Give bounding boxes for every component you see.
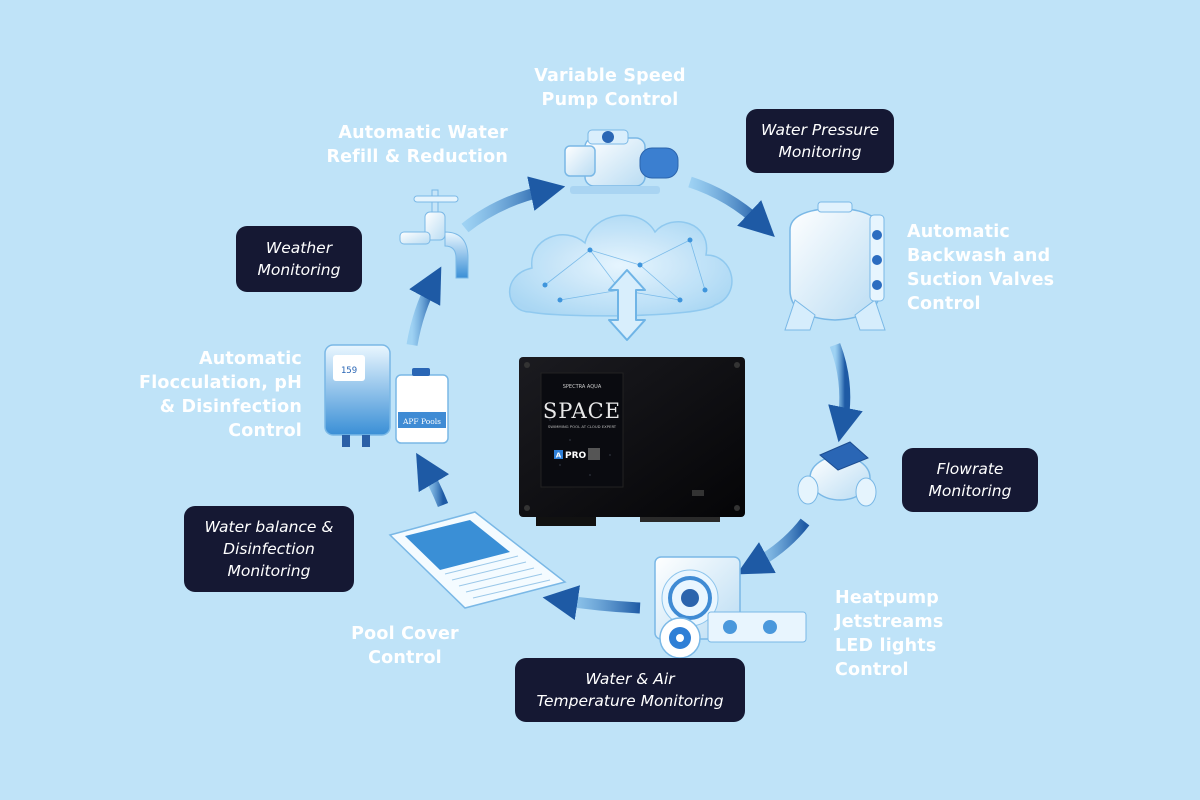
label-line: Heatpump xyxy=(835,588,940,608)
heatpump-icon xyxy=(654,556,807,659)
cloud-sync-arrow xyxy=(608,269,646,341)
label-line: Refill & Reduction xyxy=(326,147,508,167)
label-pool-cover: Pool Cover Control xyxy=(330,622,480,670)
label-pump-control: Variable Speed Pump Control xyxy=(520,64,700,112)
label-backwash: Automatic Backwash and Suction Valves Co… xyxy=(907,220,1087,316)
cycle-arrows xyxy=(406,176,863,621)
box-line: Monitoring xyxy=(928,482,1012,500)
dosing-display: 159 xyxy=(341,366,357,376)
box-line: Weather xyxy=(265,239,333,257)
label-line: Variable Speed xyxy=(534,66,686,86)
box-line: Flowrate xyxy=(936,460,1004,478)
label-line: Suction Valves xyxy=(907,270,1055,290)
space-controller xyxy=(519,357,745,526)
label-line: & Disinfection xyxy=(159,397,302,417)
hub-badge-icon xyxy=(554,450,563,459)
label-line: Automatic Water xyxy=(338,123,508,143)
arrow-dosing-to-tap xyxy=(406,266,442,346)
label-line: Control xyxy=(368,648,442,668)
arrow-heatpump-to-cover xyxy=(542,585,641,621)
box-line: Monitoring xyxy=(257,261,341,279)
dosing-device-icon xyxy=(324,344,391,447)
label-flocculation: Automatic Flocculation, pH & Disinfectio… xyxy=(122,347,302,443)
box-line: Water Pressure xyxy=(760,121,880,139)
arrow-filter-to-valve xyxy=(828,343,863,443)
hub-brand: SPACE xyxy=(543,399,621,423)
box-line: Monitoring xyxy=(227,562,311,580)
pump-icon xyxy=(564,129,679,194)
chemical-brand: APF Pools xyxy=(402,417,441,426)
hub-badge: PRO xyxy=(565,451,587,461)
box-line: Temperature Monitoring xyxy=(536,692,724,710)
label-line: Control xyxy=(835,660,909,680)
arrow-cover-to-dosing xyxy=(416,452,450,508)
box-line: Monitoring xyxy=(778,143,862,161)
box-water-balance: Water balance & Disinfection Monitoring xyxy=(184,506,354,592)
filter-tank-icon xyxy=(784,201,886,331)
label-line: Control xyxy=(907,294,981,314)
label-line: Pool Cover xyxy=(351,624,459,644)
box-weather: Weather Monitoring xyxy=(236,226,362,292)
label-line: Backwash and xyxy=(907,246,1051,266)
label-water-refill: Automatic Water Refill & Reduction xyxy=(308,121,508,169)
box-flowrate: Flowrate Monitoring xyxy=(902,448,1038,512)
label-line: Control xyxy=(228,421,302,441)
label-line: Automatic xyxy=(907,222,1010,242)
label-line: LED lights xyxy=(835,636,937,656)
chemical-container-icon xyxy=(395,368,449,444)
arrow-valve-to-heatpump xyxy=(736,518,810,575)
box-line: Water & Air xyxy=(585,670,675,688)
box-temperature: Water & Air Temperature Monitoring xyxy=(515,658,745,722)
box-line: Water balance & xyxy=(204,518,334,536)
box-line: Disinfection xyxy=(223,540,315,558)
label-line: Pump Control xyxy=(541,90,679,110)
label-line: Automatic xyxy=(199,349,302,369)
hub-brand-small: SPECTRA AQUA xyxy=(563,384,602,390)
box-water-pressure: Water Pressure Monitoring xyxy=(746,109,894,173)
arrow-pump-to-filter xyxy=(688,176,775,238)
hub-badge-prefix: A xyxy=(556,452,562,460)
valve-icon xyxy=(797,441,877,507)
label-heatpump: Heatpump Jetstreams LED lights Control xyxy=(835,586,985,682)
tap-icon xyxy=(399,189,469,279)
hub-tagline: SWIMMING POOL AT CLOUD EXPERT xyxy=(548,424,617,429)
arrow-refill-to-pump xyxy=(461,176,566,233)
cloud-icon xyxy=(508,214,733,317)
label-line: Flocculation, pH xyxy=(139,373,302,393)
pool-cover-icon xyxy=(388,511,567,609)
label-line: Jetstreams xyxy=(835,612,944,632)
